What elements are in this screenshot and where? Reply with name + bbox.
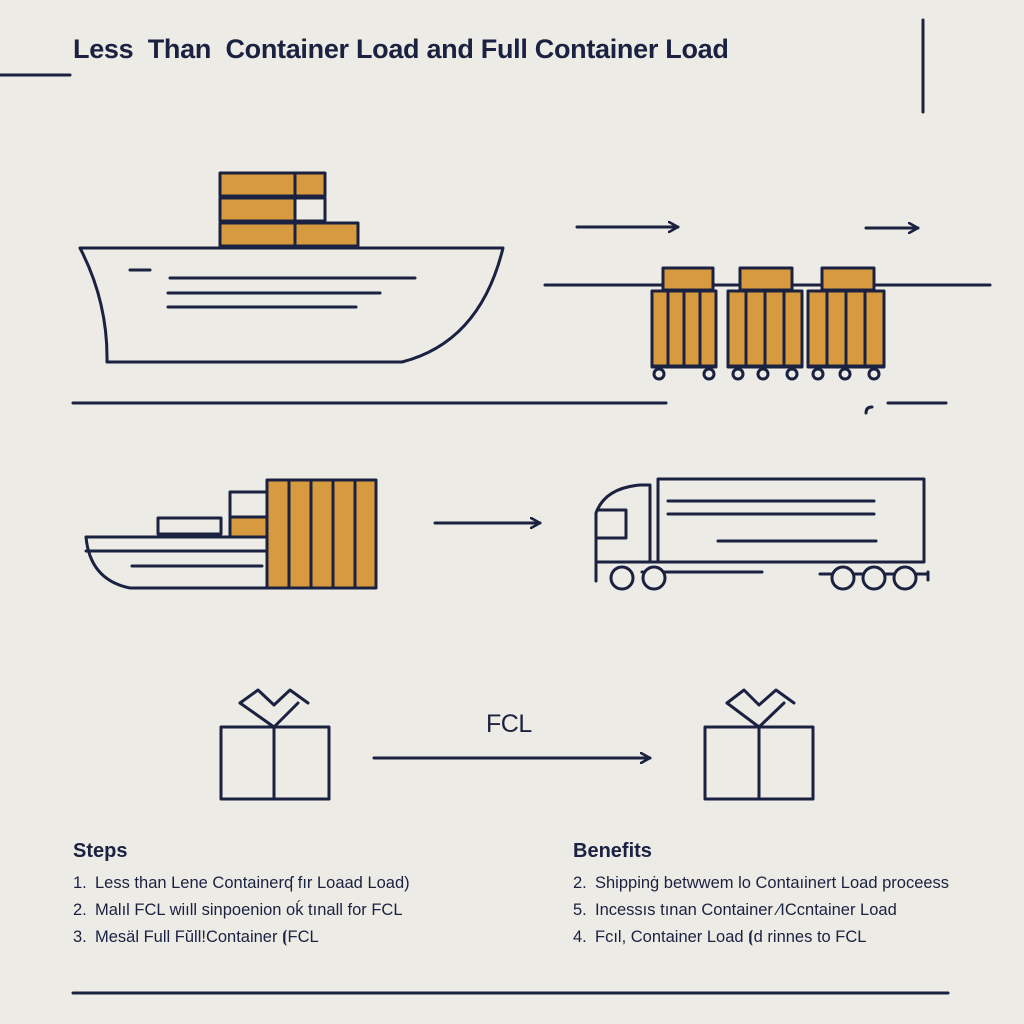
semi-truck-icon (594, 477, 930, 591)
page-title: Less Than Container Load and Full Contai… (73, 34, 729, 64)
list-item: 3.Mesäl Full Fŭll!Container ⦗FCL (73, 928, 319, 946)
benefits-heading: Benefits (573, 840, 652, 862)
list-item: 5.Incessıs tınan Container ⁄ICcntainer L… (573, 901, 897, 919)
steps-heading: Steps (73, 840, 128, 862)
container-trailers-icon (650, 266, 886, 381)
list-item: 1.Less than Lene Containerʠ fır Loaad Lo… (73, 874, 410, 892)
cargo-ship-icon (78, 171, 505, 364)
package-box-icon (219, 688, 331, 801)
list-item: 4.Fcıl, Container Load ⦗d rinnes to FCL (573, 928, 867, 946)
fcl-arrow-label: FCL (486, 710, 532, 738)
benefits-list: 2.Shippinġ betwwem lo Contaıinert Load p… (573, 870, 949, 951)
small-cargo-ship-icon (84, 478, 378, 590)
list-item: 2.Malıl FCL wiıll sinpoenion oḱ tınall f… (73, 901, 403, 919)
steps-list: 1.Less than Lene Containerʠ fır Loaad Lo… (73, 870, 410, 951)
divider-lines (0, 18, 950, 995)
list-item: 2.Shippinġ betwwem lo Contaıinert Load p… (573, 874, 950, 892)
package-box-icon (703, 688, 815, 801)
